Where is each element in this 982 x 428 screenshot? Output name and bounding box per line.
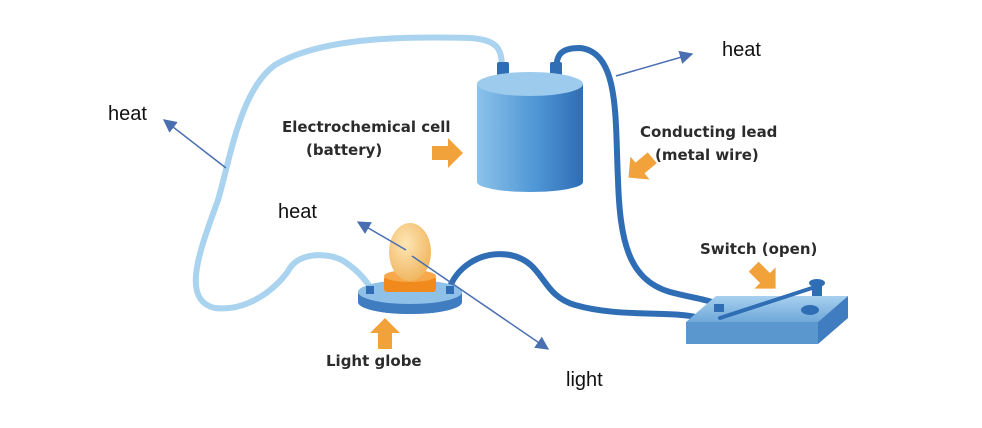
wire-light-blue <box>192 34 505 312</box>
light-globe <box>358 223 462 314</box>
heat-arrow-globe <box>356 221 407 251</box>
label-battery-line2: (battery) <box>306 141 382 159</box>
label-battery-line1: Electrochemical cell <box>282 118 451 136</box>
heat-arrow-left <box>162 119 227 169</box>
label-globe: Light globe <box>326 352 422 370</box>
pointer-arrow-battery <box>432 138 463 168</box>
label-light: light <box>566 369 603 391</box>
label-heat-globe: heat <box>278 201 317 223</box>
label-lead-line2: (metal wire) <box>655 146 759 164</box>
label-heat-top-right: heat <box>722 39 761 61</box>
wire-dark-blue-globe-switch <box>445 251 703 321</box>
label-heat-left: heat <box>108 103 147 125</box>
pointer-arrow-lead <box>628 152 657 180</box>
heat-arrow-top-right <box>615 50 694 77</box>
label-switch: Switch (open) <box>700 240 817 258</box>
label-lead-line1: Conducting lead <box>640 123 777 141</box>
wire-dark-blue-battery-switch <box>553 44 725 313</box>
battery <box>477 62 583 192</box>
pointer-arrow-globe <box>370 318 400 349</box>
light-arrow <box>411 255 550 350</box>
switch <box>686 279 848 344</box>
pointer-arrow-switch <box>748 261 776 289</box>
